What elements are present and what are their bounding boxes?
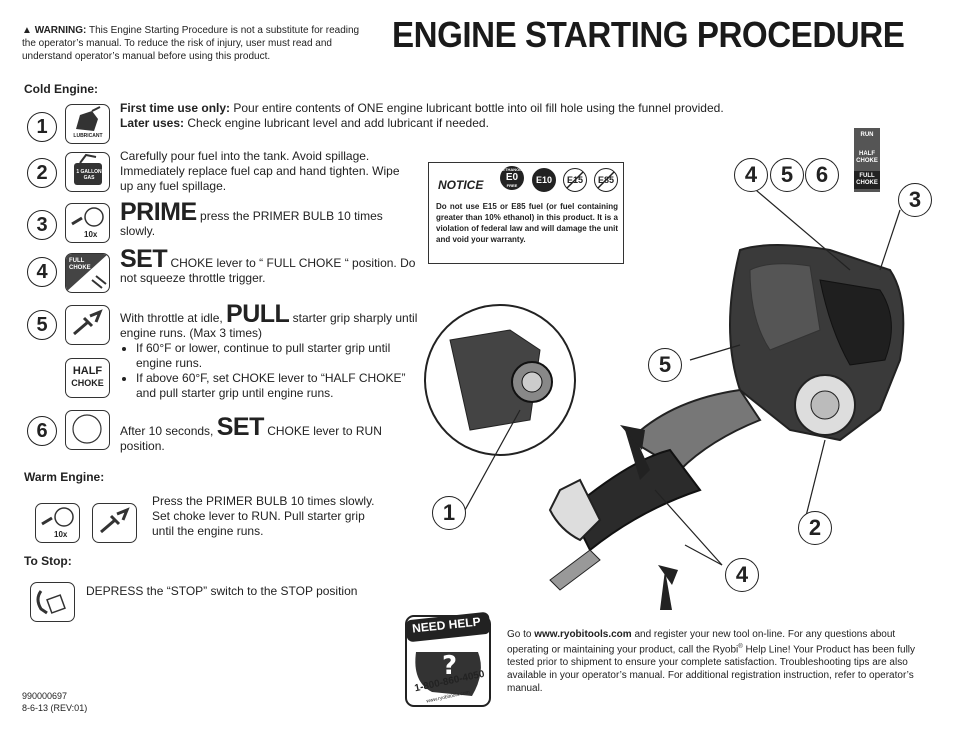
sticker-run: RUN: [860, 132, 874, 138]
primer-bulb-icon: 10x: [65, 203, 110, 243]
step1-lead: First time use only:: [120, 101, 231, 115]
step5-body: starter grip sharply until engine runs. …: [120, 311, 418, 340]
warm-primer-bulb-icon: 10x: [35, 503, 80, 543]
callout-3: 3: [898, 183, 932, 217]
sticker-full: FULL CHOKE: [854, 171, 880, 189]
warning-text: ▲ WARNING: This Engine Starting Procedur…: [22, 24, 367, 63]
step-number-1: 1: [27, 112, 57, 142]
to-stop-heading: To Stop:: [24, 554, 72, 568]
callout-2: 2: [798, 511, 832, 545]
step6-text: After 10 seconds, SET CHOKE lever to RUN…: [120, 415, 420, 454]
half-choke-label-1: HALF: [72, 365, 103, 377]
step-number-6: 6: [27, 416, 57, 446]
step5-pre: With throttle at idle,: [120, 311, 227, 325]
cold-engine-heading: Cold Engine:: [24, 82, 98, 96]
callout-4-bottom: 4: [725, 558, 759, 592]
full-choke-label-1: FULL: [69, 258, 85, 264]
lubricant-bottle-icon: LUBRICANT: [65, 104, 110, 144]
part-number-block: 990000697 8-6-13 (REV:01): [22, 690, 87, 714]
step3-body: press the PRIMER BULB 10 times slowly.: [120, 209, 383, 238]
step3-text: PRIME press the PRIMER BULB 10 times slo…: [120, 200, 410, 239]
fuel-can-label-1: 1 GALLON: [76, 169, 102, 175]
warm-engine-heading: Warm Engine:: [24, 470, 105, 484]
trimmer-illustration: [424, 190, 905, 610]
prime-word: PRIME: [120, 198, 197, 226]
callout-5-top: 5: [770, 158, 804, 192]
full-choke-label-2: CHOKE: [69, 265, 91, 271]
step5-bullet-2: If above 60°F, set CHOKE lever to “HALF …: [136, 371, 422, 401]
need-help-logo: ? NEED HELP 1-800-860-4050 www.ryobitool…: [402, 612, 494, 710]
reg-post2: Help Line! Your Product has been fully t…: [507, 644, 916, 695]
stop-switch-icon: [30, 582, 75, 622]
sticker-half: HALF CHOKE: [856, 151, 878, 164]
set-word-4: SET: [120, 245, 168, 273]
e0-top-text: ETHANOL: [502, 167, 522, 172]
step4-text: SET CHOKE lever to “ FULL CHOKE “ positi…: [120, 247, 420, 286]
fuel-can-label-2: GAS: [83, 175, 95, 181]
step4-body: CHOKE lever to “ FULL CHOKE “ position. …: [120, 256, 416, 285]
primer-count-label: 10x: [84, 230, 98, 239]
callout-6-top: 6: [805, 158, 839, 192]
date-revision: 8-6-13 (REV:01): [22, 703, 88, 713]
part-number: 990000697: [22, 691, 68, 701]
warning-label: WARNING:: [34, 25, 87, 36]
step6-body: CHOKE lever to RUN position.: [120, 424, 382, 453]
fuel-e10-badge: E10: [532, 168, 556, 192]
e0-label: E0: [505, 172, 519, 183]
callout-4-top: 4: [734, 158, 768, 192]
pull-starter-icon: [65, 305, 110, 345]
svg-text:?: ?: [442, 651, 457, 681]
step5-text: With throttle at idle, PULL starter grip…: [120, 302, 422, 401]
notice-heading: NOTICE: [438, 178, 484, 192]
to-stop-text: DEPRESS the “STOP” switch to the STOP po…: [86, 584, 358, 598]
step5-bullet-1: If 60°F or lower, continue to pull start…: [136, 341, 422, 371]
fuel-e0-badge: ETHANOL E0 FREE: [500, 166, 524, 190]
step-number-3: 3: [27, 210, 57, 240]
step-number-2: 2: [27, 158, 57, 188]
warm-pull-starter-icon: [92, 503, 137, 543]
pull-word: PULL: [226, 300, 290, 328]
reg-mark: ®: [738, 644, 743, 650]
reg-post: and register your new tool on-line. For …: [507, 629, 896, 656]
prohibited-slashes: [566, 171, 615, 189]
half-choke-label-2: CHOKE: [71, 378, 104, 388]
step1-lead2: Later uses:: [120, 116, 185, 130]
e0-bottom-text: FREE: [506, 183, 518, 188]
step-number-5: 5: [27, 310, 57, 340]
notice-text: Do not use E15 or E85 fuel (or fuel cont…: [436, 202, 618, 244]
half-choke-icon: HALF CHOKE: [65, 358, 110, 398]
registration-text: Go to www.ryobitools.com and register yo…: [507, 628, 935, 695]
reg-url-link[interactable]: www.ryobitools.com: [534, 629, 632, 640]
warning-body: This Engine Starting Procedure is not a …: [22, 25, 360, 62]
step1-text: First time use only: Pour entire content…: [120, 101, 820, 131]
warm-engine-text: Press the PRIMER BULB 10 times slowly. S…: [152, 494, 375, 538]
reg-pre: Go to: [507, 629, 535, 640]
callout-1: 1: [432, 496, 466, 530]
warm-primer-count: 10x: [54, 530, 68, 539]
step1-body2: Check engine lubricant level and add lub…: [184, 116, 489, 130]
step1-body: Pour entire contents of ONE engine lubri…: [230, 101, 724, 115]
page-title: ENGINE STARTING PROCEDURE: [392, 14, 905, 55]
warning-triangle-icon: ▲: [22, 25, 32, 36]
run-circle-icon: [65, 410, 110, 450]
step-number-4: 4: [27, 257, 57, 287]
fuel-can-icon: 1 GALLON GAS: [65, 152, 110, 192]
choke-sticker: RUN HALF CHOKE FULL CHOKE: [854, 128, 880, 192]
step6-pre: After 10 seconds,: [120, 424, 217, 438]
notice-box: [428, 162, 624, 264]
set-word-6: SET: [216, 413, 265, 441]
lubricant-label: LUBRICANT: [73, 133, 103, 139]
step2-text: Carefully pour fuel into the tank. Avoid…: [120, 149, 400, 193]
callout-5-side: 5: [648, 348, 682, 382]
full-choke-icon: FULL CHOKE: [65, 253, 110, 293]
e10-label: E10: [535, 175, 552, 185]
